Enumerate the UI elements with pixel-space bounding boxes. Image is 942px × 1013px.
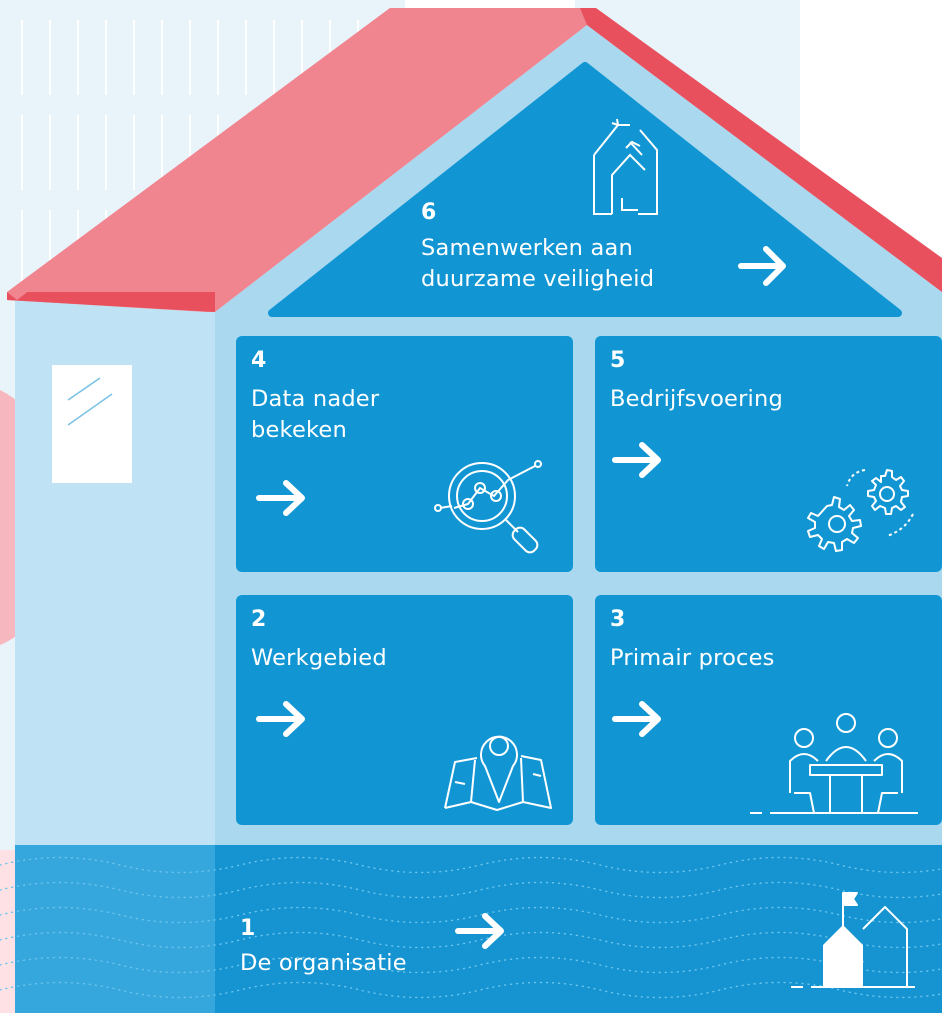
tile-number: 4 — [251, 348, 267, 373]
window — [52, 365, 132, 483]
tile-title: Werkgebied — [251, 645, 387, 671]
tile-bedrijfsvoering[interactable]: 5 Bedrijfsvoering — [595, 336, 942, 572]
tile-werkgebied[interactable]: 2 Werkgebied — [236, 595, 573, 825]
tile-primair-proces[interactable]: 3 Primair proces — [595, 595, 942, 825]
arrow-right-icon — [455, 913, 504, 949]
roof-number: 6 — [421, 200, 437, 225]
arrow-right-icon — [256, 701, 305, 737]
tile-title: Primair proces — [610, 645, 775, 671]
arrow-right-icon — [256, 480, 305, 516]
roof-title: Samenwerken aan duurzame veiligheid — [421, 235, 655, 292]
tile-number: 3 — [610, 607, 626, 632]
foundation — [215, 845, 942, 1013]
gears-icon — [807, 469, 914, 552]
map-pin-icon — [444, 735, 552, 811]
tile-title: Bedrijfsvoering — [610, 386, 783, 412]
tile-number: 5 — [610, 348, 626, 373]
arrow-right-icon — [612, 442, 661, 478]
foundation-number: 1 — [240, 916, 256, 941]
house-flag-icon — [791, 892, 915, 988]
tile-number: 2 — [251, 607, 267, 632]
tile-data-nader-bekeken[interactable]: 4 Data nader bekeken — [236, 336, 573, 572]
magnifier-data-icon — [434, 460, 542, 554]
meeting-table-icon — [750, 713, 918, 814]
roof — [7, 8, 942, 312]
roof-arrow-icon — [738, 246, 786, 286]
circular-house-icon — [593, 118, 658, 215]
foundation-title: De organisatie — [240, 950, 407, 976]
arrow-right-icon — [612, 701, 661, 737]
foundation-pattern — [0, 856, 942, 999]
tile-title: Data nader bekeken — [251, 386, 380, 443]
foundation-de-organisatie[interactable]: 1 De organisatie — [215, 845, 942, 1013]
